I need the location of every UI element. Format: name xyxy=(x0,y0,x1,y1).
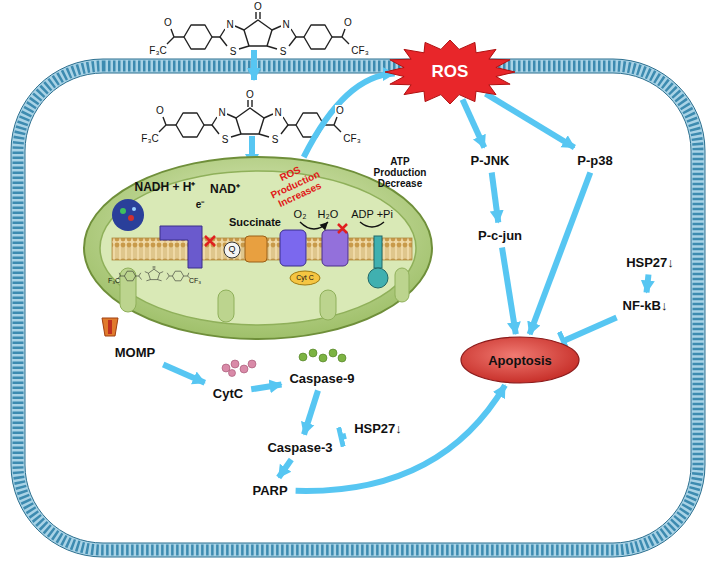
atom-label: O xyxy=(253,1,263,12)
atom-label: S xyxy=(279,46,288,57)
node-text: HSP27↓ xyxy=(354,421,402,436)
node-text: ROS xyxy=(432,62,469,82)
node-text: P-c-jun xyxy=(478,228,522,243)
protein-label: HSP27↓ xyxy=(350,419,406,438)
signal-arrow xyxy=(304,391,318,435)
inhibition-arrow xyxy=(563,318,617,342)
protein-label: NF-kB↓ xyxy=(619,296,672,315)
mitochondrion-label: CF₃ xyxy=(188,277,202,285)
signal-arrow xyxy=(304,74,395,158)
node-text: Caspase-9 xyxy=(289,371,354,386)
mitochondrion-label: F₃C xyxy=(107,277,121,285)
atom-label: N xyxy=(281,19,290,30)
inhibition-arrow xyxy=(341,436,347,437)
mitochondrion-label: O₂ xyxy=(293,208,308,220)
node-text: CytC xyxy=(213,386,243,401)
mitochondrion-label: Q xyxy=(227,245,236,255)
atom-label: F₃C xyxy=(140,133,159,144)
mitochondrion-label: Cyt C xyxy=(295,274,315,282)
signal-arrow xyxy=(502,248,516,335)
mitochondrion-label: e⁻ xyxy=(195,199,206,210)
atom-label: N xyxy=(273,107,282,118)
atom-label: O xyxy=(245,89,255,100)
apoptosis-ellipse: Apoptosis xyxy=(460,336,580,384)
signal-label: P-p38 xyxy=(573,151,616,170)
node-text: Caspase-3 xyxy=(267,440,332,455)
signal-label: P-c-jun xyxy=(474,226,526,245)
signal-arrow xyxy=(647,275,649,293)
atom-label: F₃C xyxy=(148,45,167,56)
protein-label: Caspase-3 xyxy=(263,438,336,457)
signal-arrow xyxy=(251,385,281,390)
protein-label: HSP27↓ xyxy=(622,253,678,272)
process-label: MOMP xyxy=(111,343,159,362)
mitochondrion-label: Succinate xyxy=(228,216,282,228)
mitochondrion-label: NAD⁺ xyxy=(209,183,241,196)
atom-label: O xyxy=(343,17,353,28)
protein-label: Caspase-9 xyxy=(285,369,358,388)
signal-arrow xyxy=(530,173,591,335)
atom-label: S xyxy=(229,46,238,57)
atom-label: S xyxy=(221,134,230,145)
node-text: PARP xyxy=(252,483,287,498)
atom-label: N xyxy=(225,19,234,30)
ros-burst: ROS xyxy=(385,40,515,104)
signal-arrow xyxy=(163,364,205,382)
atom-label: O xyxy=(155,105,165,116)
signal-arrow xyxy=(486,94,575,148)
node-text: Apoptosis xyxy=(488,353,552,368)
signal-arrow xyxy=(463,100,485,148)
signal-arrow xyxy=(279,460,292,478)
atom-label: N xyxy=(217,107,226,118)
mitochondrion-label: ATP Production Decrease xyxy=(368,156,432,189)
atom-label: O xyxy=(163,17,173,28)
protein-label: PARP xyxy=(248,481,291,500)
node-text: P-p38 xyxy=(577,153,612,168)
node-text: MOMP xyxy=(115,345,155,360)
mitochondrion-label: H₂O xyxy=(317,208,340,220)
atom-label: S xyxy=(271,134,280,145)
signal-label: P-JNK xyxy=(466,151,513,170)
node-text: HSP27↓ xyxy=(626,255,674,270)
atom-label: O xyxy=(335,105,345,116)
atom-label: CF₃ xyxy=(350,45,369,56)
signal-arrow xyxy=(296,385,505,491)
node-text: P-JNK xyxy=(470,153,509,168)
protein-label: CytC xyxy=(209,384,247,403)
signal-arrow xyxy=(492,173,499,223)
mitochondrion-label: ADP +Pi xyxy=(350,208,394,220)
atom-label: CF₃ xyxy=(342,133,361,144)
mitochondrion-label: NADH + H⁺ xyxy=(133,181,196,194)
node-text: NF-kB↓ xyxy=(623,298,668,313)
